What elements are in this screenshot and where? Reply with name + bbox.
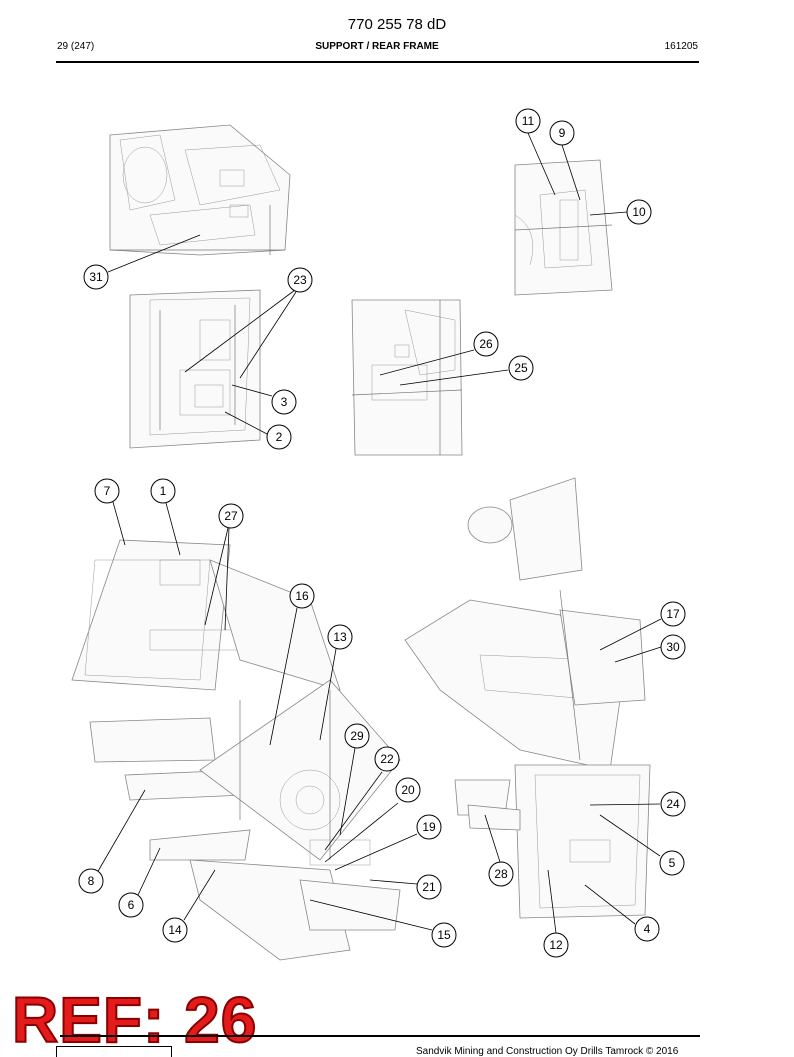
callout-31: 31: [83, 264, 109, 290]
detail-view-middle-center: [351, 299, 463, 456]
callout-6: 6: [118, 892, 144, 918]
svg-text:1: 1: [160, 484, 167, 498]
callout-5: 5: [659, 850, 685, 876]
callout-9: 9: [549, 120, 575, 146]
callout-30: 30: [660, 634, 686, 660]
svg-text:31: 31: [89, 270, 103, 284]
callout-3: 3: [271, 389, 297, 415]
reference-stamp: REF: 26: [11, 983, 258, 1057]
callout-23: 23: [287, 267, 313, 293]
svg-text:7: 7: [104, 484, 111, 498]
svg-text:23: 23: [293, 273, 307, 287]
main-assembly-left: [71, 539, 401, 961]
callout-2: 2: [266, 424, 292, 450]
date-code: 161205: [664, 41, 698, 52]
svg-text:2: 2: [276, 430, 283, 444]
svg-text:11: 11: [522, 114, 535, 128]
callout-26: 26: [473, 331, 499, 357]
svg-text:5: 5: [669, 856, 676, 870]
detail-view-top-right: [514, 159, 613, 296]
footer-logo: [56, 1046, 172, 1057]
svg-text:27: 27: [224, 509, 238, 523]
svg-text:14: 14: [168, 923, 182, 937]
detail-view-top-left: [109, 124, 291, 256]
svg-text:3: 3: [281, 395, 288, 409]
callout-4: 4: [634, 916, 660, 942]
svg-text:29: 29: [350, 729, 364, 743]
callout-19: 19: [416, 814, 442, 840]
svg-text:15: 15: [437, 928, 451, 942]
callout-12: 12: [543, 932, 569, 958]
svg-text:20: 20: [401, 783, 415, 797]
svg-text:6: 6: [128, 898, 135, 912]
callout-25: 25: [508, 355, 534, 381]
callout-20: 20: [395, 777, 421, 803]
svg-text:16: 16: [295, 589, 309, 603]
detail-view-middle-left: [129, 289, 261, 449]
svg-text:8: 8: [88, 874, 95, 888]
section-title: SUPPORT / REAR FRAME: [315, 41, 439, 52]
svg-text:4: 4: [644, 922, 651, 936]
callout-10: 10: [626, 199, 652, 225]
callout-14: 14: [162, 917, 188, 943]
callout-22: 22: [374, 746, 400, 772]
svg-text:10: 10: [632, 205, 646, 219]
svg-text:12: 12: [549, 938, 563, 952]
callout-11: 11: [515, 108, 541, 134]
callout-8: 8: [78, 868, 104, 894]
callout-1: 1: [150, 478, 176, 504]
svg-text:24: 24: [666, 797, 680, 811]
svg-text:28: 28: [494, 867, 508, 881]
footer-divider: [60, 1035, 700, 1037]
svg-text:17: 17: [666, 607, 680, 621]
callout-15: 15: [431, 922, 457, 948]
callout-29: 29: [344, 723, 370, 749]
svg-text:21: 21: [422, 880, 436, 894]
page-number: 29 (247): [57, 41, 95, 52]
svg-text:30: 30: [666, 640, 680, 654]
callout-28: 28: [488, 861, 514, 887]
footer-copyright: Sandvik Mining and Construction Oy Drill…: [416, 1046, 679, 1057]
svg-text:9: 9: [559, 126, 566, 140]
svg-text:26: 26: [479, 337, 493, 351]
header-divider: [56, 61, 699, 63]
callout-27: 27: [218, 503, 244, 529]
callout-13: 13: [327, 624, 353, 650]
leader-lines: [96, 132, 662, 934]
callout-21: 21: [416, 874, 442, 900]
document-number: 770 255 78 dD: [347, 16, 447, 33]
svg-text:13: 13: [333, 630, 347, 644]
svg-text:19: 19: [422, 820, 436, 834]
callout-17: 17: [660, 601, 686, 627]
svg-text:25: 25: [514, 361, 528, 375]
callout-16: 16: [289, 583, 315, 609]
callout-7: 7: [94, 478, 120, 504]
main-assembly-right: [404, 477, 651, 919]
callout-24: 24: [660, 791, 686, 817]
svg-text:22: 22: [380, 752, 394, 766]
